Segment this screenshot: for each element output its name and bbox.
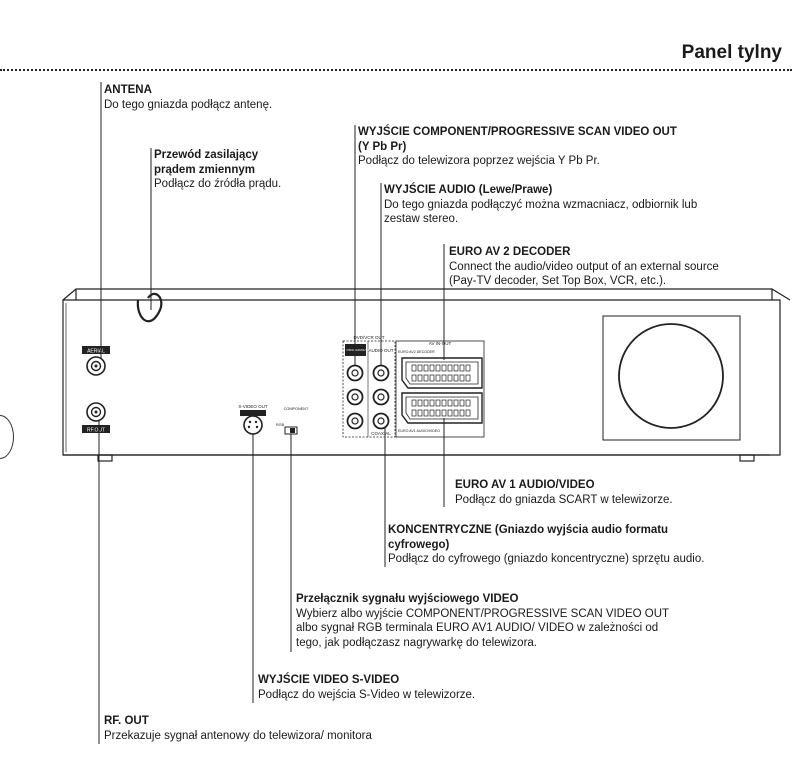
callout-power-cord: Przewód zasilający prądem zmiennym Podłą…	[154, 148, 281, 192]
rf-out-jack[interactable]	[82, 402, 110, 433]
callout-euro-av2: EURO AV 2 DECODER Connect the audio/vide…	[449, 245, 719, 289]
audio-desc-2: zestaw stereo.	[384, 213, 459, 225]
euro1-title: EURO AV 1 AUDIO/VIDEO	[455, 479, 595, 491]
component-desc: Podłącz do telewizora poprzez wejścia Y …	[358, 155, 600, 167]
coaxial-title-2: cyfrowego)	[388, 538, 450, 551]
euro2-desc-2: (Pay-TV decoder, Set Top Box, VCR, etc.)…	[449, 275, 667, 287]
videoswitch-desc-1: Wybierz albo wyjście COMPONENT/PROGRESSI…	[296, 607, 670, 620]
audio-jack-left[interactable]	[372, 364, 390, 382]
power-title-1: Przewód zasilający	[154, 149, 259, 161]
coaxial-jack[interactable]	[372, 412, 390, 430]
callout-rf-out: RF. OUT Przekazuje sygnał antenowy do te…	[104, 714, 372, 743]
euro-av2-scart[interactable]	[401, 357, 483, 389]
callout-antena: ANTENA Do tego gniazda podłącz antenę.	[104, 83, 272, 112]
audio-jack-right[interactable]	[372, 388, 390, 406]
rgb-switch-label: RGB	[276, 423, 285, 427]
coaxial-title-1: KONCENTRYCZNE (Gniazdo wyjścia audio for…	[388, 524, 669, 536]
component-title-1: WYJŚCIE COMPONENT/PROGRESSIVE SCAN VIDEO…	[358, 126, 677, 138]
leader-lines	[98, 82, 445, 744]
videoswitch-desc-2: albo sygnał RGB terminala EURO AV1 AUDIO…	[296, 622, 659, 634]
dvd-vcr-out-label: DVD/VCR OUT	[353, 335, 384, 340]
dvd-vcr-out-group	[342, 340, 396, 438]
rfout-desc: Przekazuje sygnał antenowy do telewizora…	[104, 729, 372, 742]
dotted-rule	[0, 69, 792, 71]
audio-desc-1: Do tego gniazda podłączyć można wzmacnia…	[384, 198, 698, 211]
power-cord	[136, 292, 163, 323]
rfout-title: RF. OUT	[104, 715, 149, 727]
component-jack-pb[interactable]	[346, 388, 364, 406]
callout-video-switch: Przełącznik sygnału wyjściowego VIDEO Wy…	[296, 592, 669, 650]
component-title-2: (Y Pb Pr)	[358, 140, 407, 153]
video-output-switch[interactable]	[284, 426, 298, 435]
component-jack-pr[interactable]	[346, 412, 364, 430]
s-video-label-bar	[240, 410, 266, 416]
euro-av1-label: EURO AV1 AUDIO/VIDEO	[398, 429, 440, 433]
power-title-2: prądem zmiennym	[154, 163, 255, 176]
aerial-label: AERIAL	[87, 349, 105, 355]
callout-audio: WYJŚCIE AUDIO (Lewe/Prawe) Do tego gniaz…	[384, 183, 697, 227]
euro2-desc-1: Connect the audio/video output of an ext…	[449, 260, 719, 273]
callout-euro-av1: EURO AV 1 AUDIO/VIDEO Podłącz do gniazda…	[455, 478, 673, 507]
page-title: Panel tylny	[681, 42, 782, 63]
antena-desc: Do tego gniazda podłącz antenę.	[104, 98, 273, 111]
s-video-jack[interactable]	[243, 415, 263, 435]
audio-title: WYJŚCIE AUDIO (Lewe/Prawe)	[384, 184, 553, 196]
rear-panel-outline	[62, 288, 791, 462]
av-in-out-label: AV IN-OUT	[429, 341, 452, 346]
rf-out-label: RF.OUT	[87, 428, 105, 434]
component-jack-y[interactable]	[346, 364, 364, 382]
videoswitch-title: Przełącznik sygnału wyjściowego VIDEO	[296, 593, 519, 605]
callout-component: WYJŚCIE COMPONENT/PROGRESSIVE SCAN VIDEO…	[358, 125, 677, 169]
euro1-desc: Podłącz do gniazda SCART w telewizorze.	[455, 493, 673, 506]
euro2-title: EURO AV 2 DECODER	[449, 246, 571, 258]
coaxial-label: COAXIAL	[371, 431, 391, 436]
svideo-title: WYJŚCIE VIDEO S-VIDEO	[258, 674, 400, 686]
coaxial-desc: Podłącz do cyfrowego (gniazdo koncentryc…	[388, 553, 705, 565]
svideo-desc: Podłącz do wejścia S-Video w telewizorze…	[258, 688, 476, 701]
component-switch-label: COMPONENT	[284, 407, 309, 411]
cooling-fan-grille	[602, 315, 741, 441]
av-in-out-group	[395, 340, 485, 438]
callout-coaxial: KONCENTRYCZNE (Gniazdo wyjścia audio for…	[388, 523, 704, 567]
euro-av2-label: EURO AV2 DECODER	[398, 350, 435, 354]
euro-av1-scart[interactable]	[401, 392, 483, 424]
power-desc: Podłącz do źródła prądu.	[154, 178, 282, 190]
videoswitch-desc-3: tego, jak podłączasz nagrywarkę do telew…	[296, 636, 537, 649]
antena-title: ANTENA	[104, 84, 152, 96]
s-video-label: S-VIDEO OUT	[238, 404, 268, 409]
callout-s-video: WYJŚCIE VIDEO S-VIDEO Podłącz do wejścia…	[258, 673, 475, 702]
aerial-jack[interactable]	[82, 346, 110, 376]
